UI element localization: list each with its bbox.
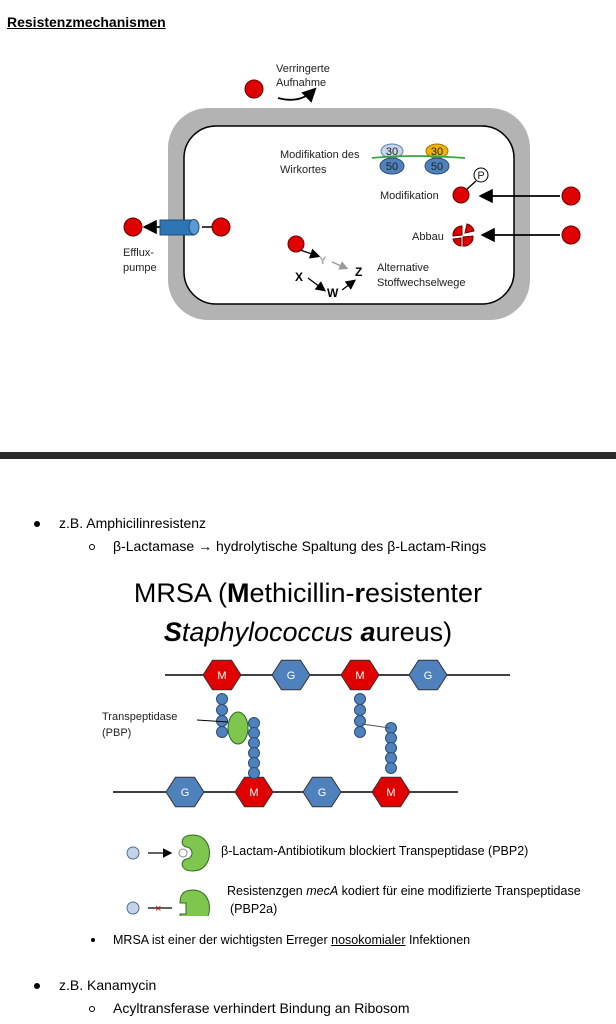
uptake-label-2: Aufnahme <box>276 77 326 89</box>
amino-acid-bead <box>216 726 228 738</box>
efflux-label-1: Efflux- <box>123 247 154 259</box>
degradation-label: Abbau <box>412 231 444 243</box>
svg-text:50: 50 <box>431 161 443 173</box>
metabolite-x: X <box>295 270 303 284</box>
metabolite-w: W <box>327 286 339 300</box>
transpeptidase-label-1: Transpeptidase <box>102 711 177 723</box>
section-divider <box>0 452 616 459</box>
antibiotic-molecule-outside <box>244 79 264 99</box>
glcnac-unit <box>302 776 342 808</box>
murnac-unit-label: M <box>386 787 395 799</box>
target-label-1: Modifikation des <box>280 149 360 161</box>
glcnac-unit <box>408 659 448 691</box>
svg-text:50: 50 <box>386 161 398 173</box>
svg-text:30: 30 <box>431 146 443 158</box>
target-label-2: Wirkortes <box>280 164 327 176</box>
degraded-antibiotic <box>452 223 475 247</box>
pbp2-enzyme <box>181 834 210 872</box>
bullet-dot <box>34 983 40 989</box>
phosphate-group <box>473 167 489 183</box>
amino-acid-bead <box>216 704 228 716</box>
amino-acid-bead <box>385 752 397 764</box>
glcnac-unit <box>271 659 311 691</box>
murnac-unit <box>371 776 411 808</box>
modification-label: Modifikation <box>380 190 439 202</box>
metabolite-y: Y <box>319 255 327 267</box>
sub-bullet-ring <box>89 544 95 550</box>
peptidoglycan-diagram: M G M G G M G M Transpeptidase (PBP) <box>102 659 510 808</box>
ribosome-1: 30 50 <box>379 143 405 175</box>
amino-acid-bead <box>248 737 260 749</box>
antibiotic-molecule-efflux-in <box>211 217 231 237</box>
mrsa-legend: × <box>126 834 210 916</box>
amino-acid-bead <box>248 727 260 739</box>
amino-acid-bead <box>385 742 397 754</box>
bullet-kanamycin: z.B. Kanamycin <box>59 977 157 993</box>
phosphate-label: P <box>477 170 484 182</box>
alt-pathway-label-1: Alternative <box>377 262 429 274</box>
amino-acid-bead <box>248 717 260 729</box>
amino-acid-bead <box>354 693 366 705</box>
amino-acid-bead <box>354 726 366 738</box>
amino-acid-bead <box>216 693 228 705</box>
pbp2a-enzyme <box>179 889 210 916</box>
antibiotic-molecule-right-1 <box>561 186 581 206</box>
metabolite-z: Z <box>355 265 362 279</box>
glcnac-unit-label: G <box>318 787 327 799</box>
amino-acid-bead <box>385 762 397 774</box>
antibiotic-molecule-efflux-out <box>123 217 143 237</box>
glcnac-unit-label: G <box>424 670 433 682</box>
amino-acid-bead <box>248 747 260 759</box>
sub-bullet-ring <box>89 1006 95 1012</box>
efflux-label-2: pumpe <box>123 262 157 274</box>
bullet-ampicillin: z.B. Amphicilinresistenz <box>59 515 207 531</box>
murnac-unit <box>340 659 380 691</box>
transpeptidase-label-2: (PBP) <box>102 727 131 739</box>
modified-antibiotic <box>452 186 470 204</box>
page-heading: Resistenzmechanismen <box>7 14 166 30</box>
murnac-unit-label: M <box>355 670 364 682</box>
legend-text-1: β-Lactam-Antibiotikum blockiert Transpep… <box>221 844 529 858</box>
efflux-pump <box>159 219 200 236</box>
amino-acid-bead <box>354 704 366 716</box>
uptake-arrow <box>277 87 317 103</box>
glcnac-unit-label: G <box>287 670 296 682</box>
glcnac-unit <box>165 776 205 808</box>
bullet-dot <box>34 521 40 527</box>
ribosome-2: 30 50 <box>424 143 450 175</box>
amino-acid-bead <box>354 715 366 727</box>
amino-acid-bead <box>248 767 260 779</box>
mrsa-title-line1: MRSA (Methicillin-resistenter <box>133 578 483 608</box>
murnac-unit <box>234 776 274 808</box>
sub-bullet-acyltransferase: Acyltransferase verhindert Bindung an Ri… <box>113 1000 410 1016</box>
murnac-unit-label: M <box>217 670 226 682</box>
antibiotic-molecule-metabolic <box>287 235 305 253</box>
legend-text-2a: Resistenzgen mecA kodiert für eine modif… <box>227 884 581 898</box>
amino-acid-bead <box>248 757 260 769</box>
mrsa-title-line2: Staphylococcus aureus) <box>163 617 453 647</box>
mrna-strand <box>371 155 466 159</box>
peptide-chains <box>216 693 397 779</box>
bullet-dot <box>91 938 95 942</box>
legend-text-2b: (PBP2a) <box>230 902 278 916</box>
resistance-cell-diagram: Verringerte Aufnahme Modifikation des Wi… <box>123 63 581 320</box>
murnac-unit <box>202 659 242 691</box>
sub-bullet-lactamase: β-Lactamase → hydrolytische Spaltung des… <box>113 538 487 554</box>
svg-text:×: × <box>155 903 161 915</box>
amino-acid-bead <box>385 732 397 744</box>
glcnac-unit-label: G <box>181 787 190 799</box>
alt-pathway-label-2: Stoffwechselwege <box>377 277 465 289</box>
svg-text:30: 30 <box>386 146 398 158</box>
uptake-label-1: Verringerte <box>276 63 330 75</box>
antibiotic-molecule-right-2 <box>561 225 581 245</box>
transpeptidase-enzyme <box>227 711 249 745</box>
murnac-unit-label: M <box>249 787 258 799</box>
mrsa-note: MRSA ist einer der wichtigsten Erreger n… <box>113 933 471 947</box>
